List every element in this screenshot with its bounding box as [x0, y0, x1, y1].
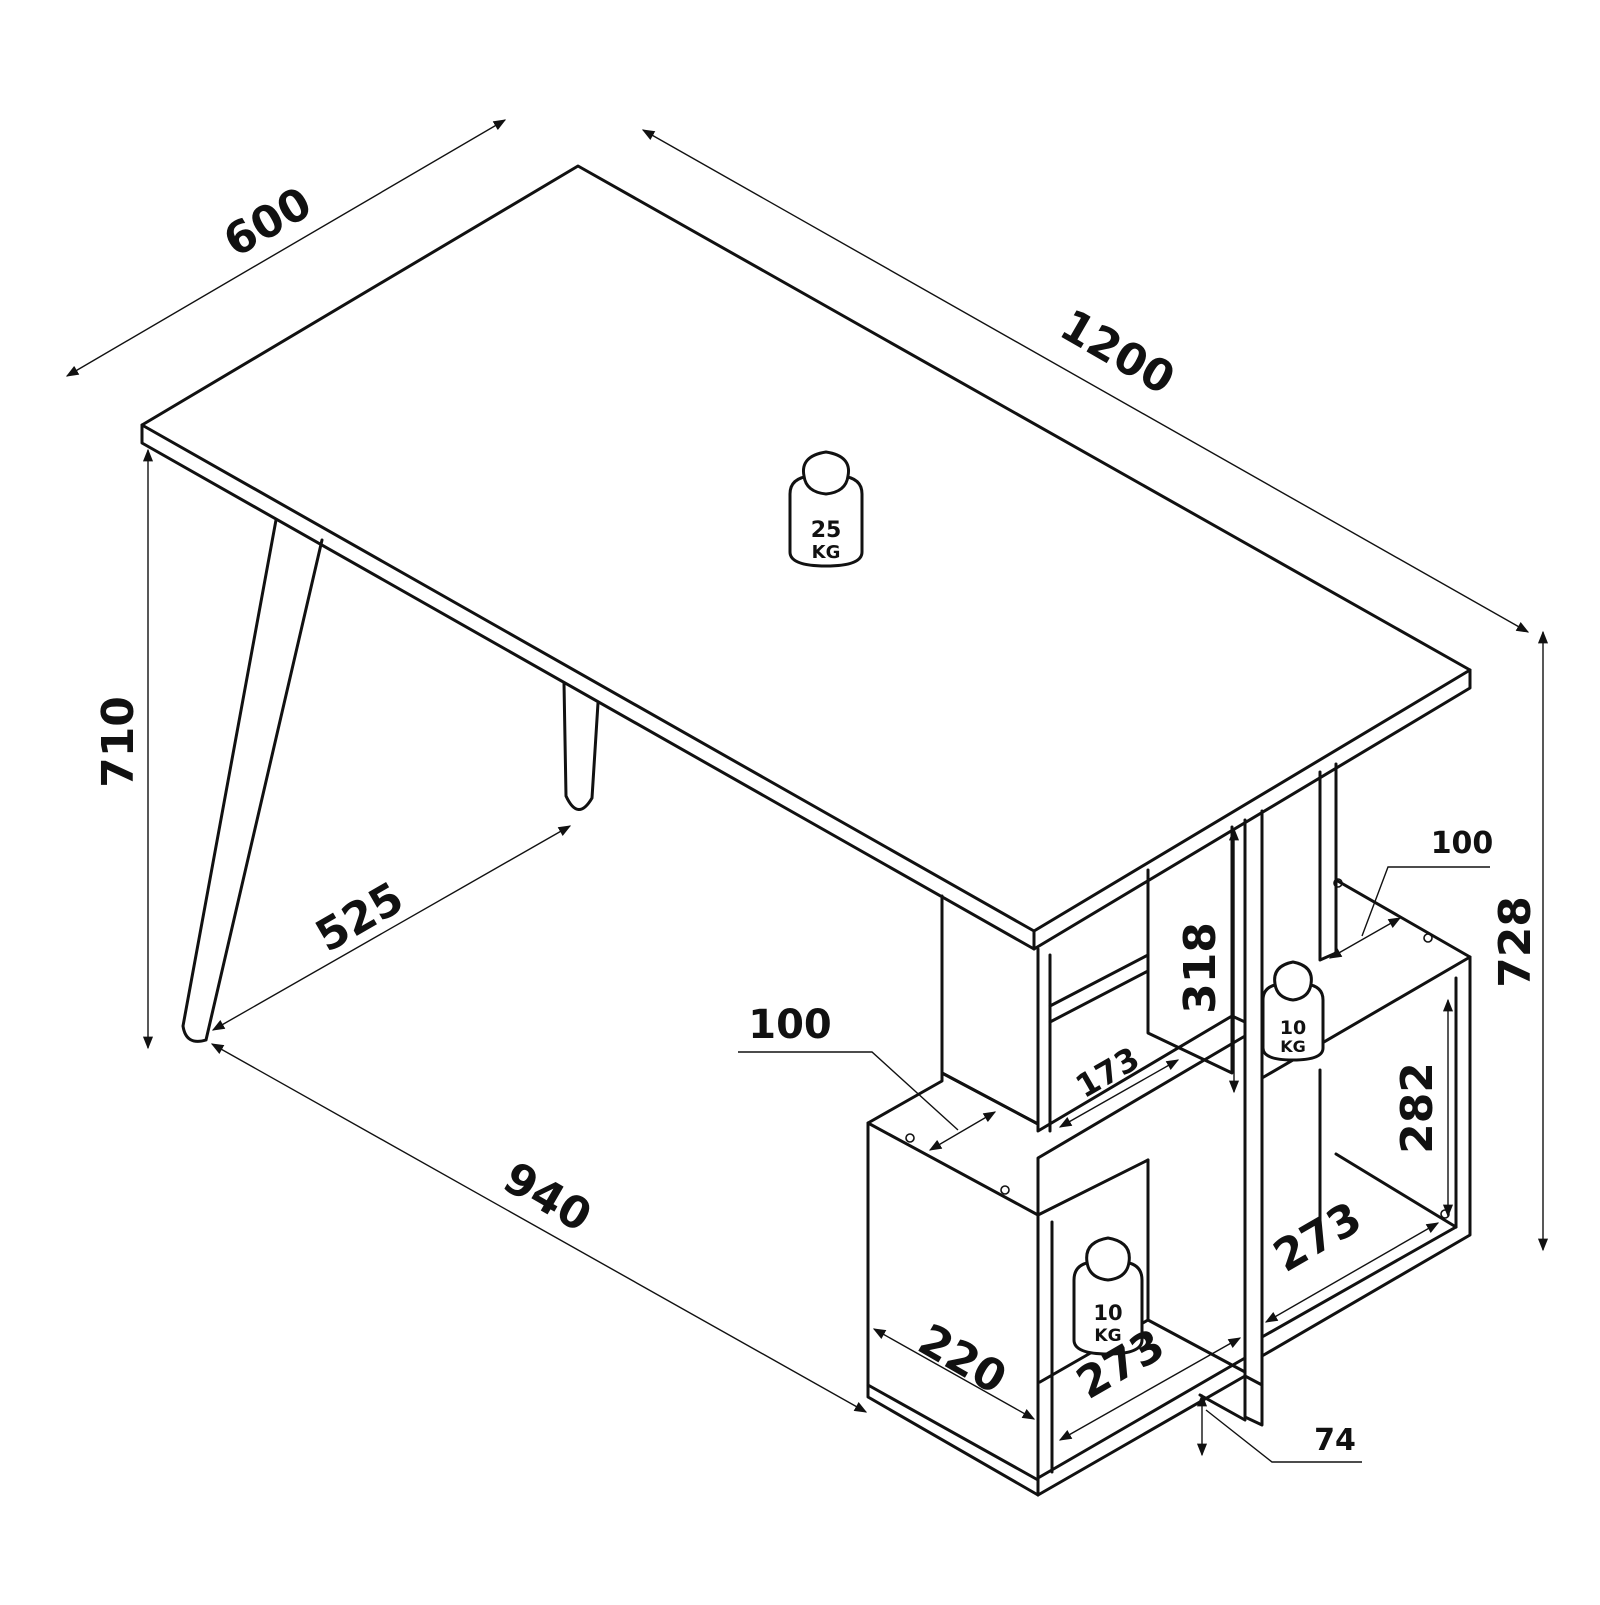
dim-offset-left-line	[928, 1111, 997, 1151]
weight-10kg-lower-value: 10	[1093, 1301, 1122, 1325]
leader-offset-left	[738, 1051, 959, 1131]
weight-10kg-upper-unit: KG	[1280, 1037, 1306, 1056]
dim-depth-line	[65, 119, 507, 377]
label-height-desk: 710	[93, 696, 144, 788]
label-height-total: 728	[1490, 896, 1541, 988]
weight-25kg: 25 KG	[788, 450, 864, 568]
lower-left-box	[866, 1121, 1040, 1497]
dimension-labels: 600 1200 710 728 525 940 100 100 173 318…	[93, 177, 1541, 1458]
label-leg-span-width: 940	[495, 1152, 600, 1242]
back-left-leg	[562, 681, 600, 811]
dim-leg-width-line	[210, 1043, 868, 1413]
dimension-lines	[65, 119, 1549, 1463]
leader-plinth	[1205, 1409, 1362, 1463]
front-left-leg	[181, 518, 324, 1043]
weight-10kg-upper: 10 KG	[1261, 960, 1325, 1062]
right-upright	[1318, 762, 1338, 962]
dim-offset-right-line	[1328, 917, 1402, 959]
label-plinth: 74	[1314, 1423, 1356, 1458]
label-leg-span-depth: 525	[307, 872, 412, 962]
label-upper-height: 318	[1175, 922, 1226, 1014]
dim-shelf-width-line	[1058, 1059, 1180, 1128]
label-offset-left: 100	[748, 1002, 832, 1048]
dim-width-line	[641, 129, 1530, 633]
tall-divider	[1243, 809, 1264, 1427]
label-lower-width-b: 273	[1265, 1192, 1370, 1282]
lower-shelf-top	[866, 1014, 1247, 1217]
label-lower-height: 282	[1392, 1062, 1443, 1154]
upper-shelf-top	[1260, 878, 1472, 1080]
weight-10kg-lower: 10 KG	[1072, 1236, 1144, 1356]
label-depth: 600	[215, 177, 320, 267]
weight-25kg-unit: KG	[812, 542, 841, 563]
dim-leg-depth-line	[211, 825, 572, 1031]
dim-lower-width-a-line	[1058, 1337, 1242, 1441]
weight-10kg-upper-icon	[1261, 982, 1325, 1062]
dim-lower-depth-line	[872, 1328, 1036, 1420]
center-panel	[940, 894, 1040, 1126]
desk-body	[140, 164, 1472, 1497]
label-lower-depth: 220	[910, 1314, 1015, 1404]
dim-lower-width-b-line	[1264, 1222, 1440, 1323]
label-shelf-width: 173	[1069, 1039, 1146, 1105]
leader-offset-right	[1361, 866, 1490, 937]
label-offset-right: 100	[1431, 826, 1494, 861]
label-width: 1200	[1051, 300, 1183, 405]
weight-25kg-value: 25	[811, 518, 842, 543]
weight-10kg-upper-value: 10	[1280, 1017, 1306, 1039]
